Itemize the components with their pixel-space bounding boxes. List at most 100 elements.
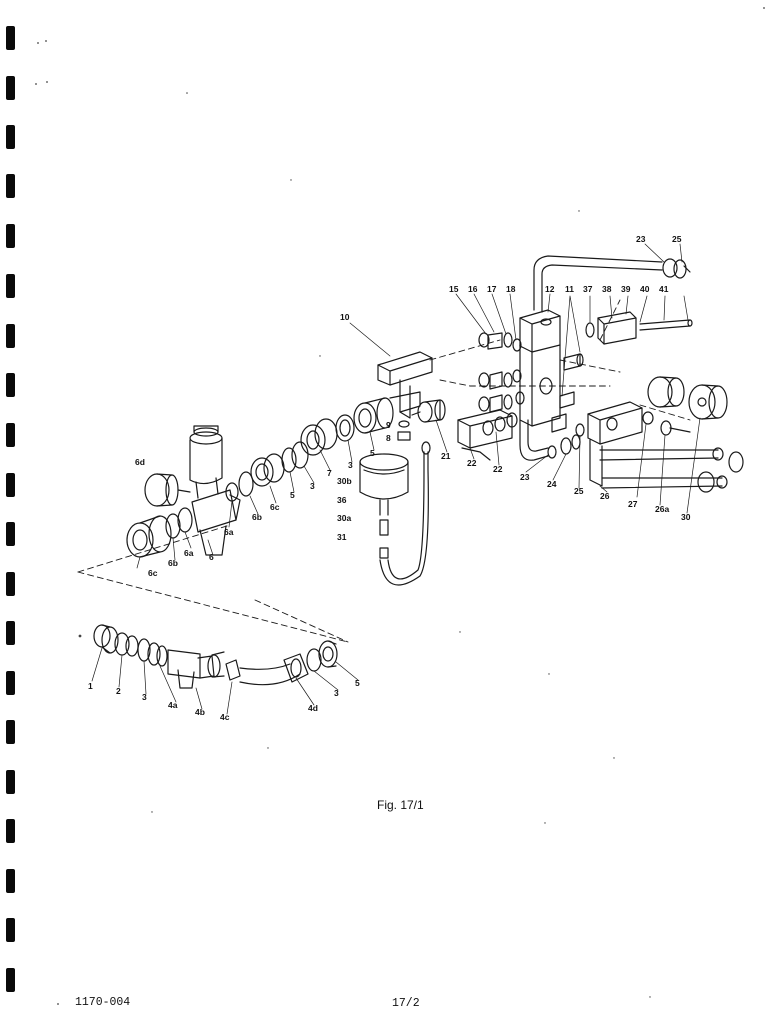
binder-hole [6, 224, 15, 248]
callout-6: 6 [209, 552, 214, 562]
binder-hole [6, 473, 15, 497]
binder-hole [6, 274, 15, 298]
callout-6b: 6b [252, 512, 262, 522]
binder-hole [6, 522, 15, 546]
binder-hole [6, 720, 15, 744]
binder-hole [6, 918, 15, 942]
part-5-nut [353, 397, 394, 434]
callout-5: 5 [370, 448, 375, 458]
binder-hole [6, 968, 15, 992]
binder-hole [6, 621, 15, 645]
callout-30: 30a [337, 513, 351, 523]
callout-4c: 4c [220, 712, 230, 722]
callout-38: 39 [621, 284, 631, 294]
binder-hole [6, 671, 15, 695]
callout-6c: 6c [148, 568, 158, 578]
part-10-bracket [377, 351, 433, 419]
callout-23: 25 [672, 234, 682, 244]
part-8-nut [397, 431, 411, 441]
callout-11: 11 [565, 284, 574, 294]
part-6c-ring [250, 453, 285, 487]
callout-8: 8 [386, 433, 391, 443]
page-number: 17/2 [392, 997, 420, 1010]
figure-caption: Fig. 17/1 [377, 798, 424, 812]
binder-hole [6, 869, 15, 893]
callout-36: 37 [583, 284, 593, 294]
callout-27: 30 [681, 512, 691, 522]
callout-4b: 4b [195, 707, 205, 717]
callout-9: 9 [386, 420, 391, 430]
part-17-fitting [503, 332, 513, 410]
callout-21: 22 [493, 464, 503, 474]
part-4b-fitting [207, 651, 225, 678]
part-5-ring [281, 447, 297, 473]
part-6c-ring [126, 515, 172, 558]
part-20-block [457, 409, 513, 461]
binder-hole [6, 26, 15, 50]
callout-10: 10 [340, 312, 350, 322]
part-22-lower-pipe [519, 419, 557, 461]
part-23-nut [683, 265, 691, 273]
part-11-fitting [559, 353, 584, 409]
callout-37: 38 [602, 284, 612, 294]
callout-26: 26a [655, 504, 669, 514]
callout-19: 21 [441, 451, 451, 461]
part-12-manifold [519, 309, 561, 427]
callout-4a: 4a [168, 700, 178, 710]
part-5-nut-lower [318, 640, 338, 668]
part-15-fitting [478, 332, 490, 412]
binder-hole [6, 572, 15, 596]
binder-hole [6, 770, 15, 794]
part-27-gauge [688, 384, 728, 420]
part-26-fitting [660, 420, 691, 436]
binder-hole [6, 819, 15, 843]
callout-18: 18 [506, 284, 516, 294]
part-27-tubes [599, 447, 744, 493]
callout-labels: 6d 6c 6b 6a 6 6a 6b 6c 5 3 7 3 5 10 9 8 … [88, 234, 691, 722]
callout-1: 1 [88, 681, 93, 691]
part-gauge [647, 376, 685, 408]
callout-6d: 6d [135, 457, 145, 467]
callout-3: 3 [310, 481, 315, 491]
callout-20: 22 [467, 458, 477, 468]
callout-6b: 6b [168, 558, 178, 568]
part-26a-fitting [642, 411, 654, 425]
part-4a-ring [147, 642, 168, 667]
callout-5: 5 [290, 490, 295, 500]
part-21-fitting [482, 412, 518, 436]
binder-hole [6, 125, 15, 149]
part-25-distributor [587, 401, 643, 487]
callout-3: 3 [334, 688, 339, 698]
part-37-38-valve [597, 311, 637, 345]
part-19-fitting [411, 399, 446, 423]
callout-22: 23 [520, 472, 530, 482]
part-36-fitting [585, 322, 595, 338]
part-1-nut [93, 624, 119, 654]
callout-39: 40 [640, 284, 650, 294]
part-22-pipe [533, 255, 687, 313]
scan-specks [35, 7, 765, 1005]
callout-6a: 6a [224, 527, 234, 537]
callout-30a: 30b [337, 476, 352, 486]
callout-6c: 6c [270, 502, 280, 512]
part-6a-ring [177, 507, 193, 533]
binder-hole [6, 324, 15, 348]
part-31-filter-housing [359, 453, 409, 516]
callout-17: 17 [487, 284, 497, 294]
callout-25: 26 [600, 491, 610, 501]
part-4d-fitting [283, 653, 309, 683]
part-6b-ring [238, 471, 254, 497]
callout-6a: 6a [184, 548, 194, 558]
part-7-ring [300, 418, 338, 456]
callout-4d: 4d [308, 703, 318, 713]
part-39-40-41-pins [639, 319, 693, 331]
callout-5: 5 [355, 678, 360, 688]
part-16-fitting [487, 332, 503, 413]
part-9-washer [398, 420, 410, 428]
binder-hole [6, 423, 15, 447]
callout-7: 7 [327, 468, 332, 478]
part-3-ring [291, 441, 309, 469]
callout-26a: 27 [628, 499, 638, 509]
